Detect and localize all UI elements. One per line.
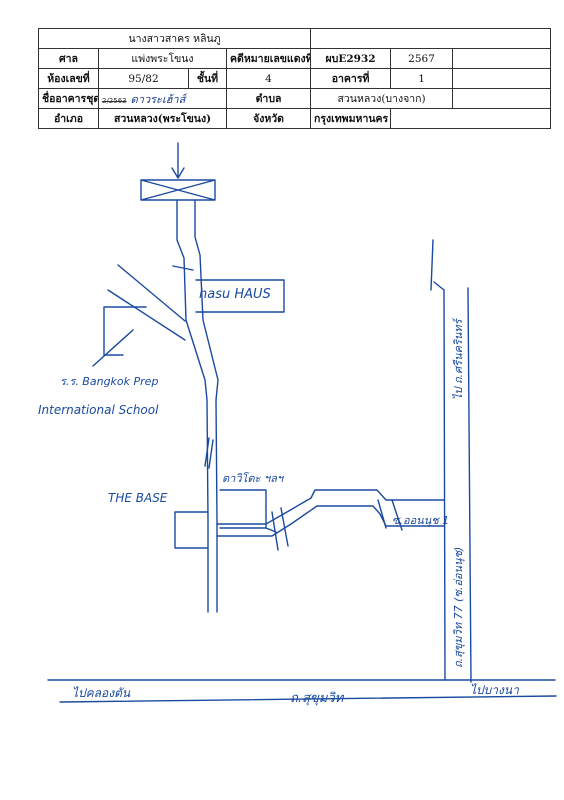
province-value: กรุงเทพมหานคร — [310, 108, 392, 129]
subdistrict-label: ตำบล — [225, 88, 312, 109]
condo-marker — [140, 179, 216, 201]
row-court: ศาล แพ่งพระโขนง คดีหมายเลขแดงที่ ผบE2932… — [38, 48, 552, 69]
hasu-haus-outline — [195, 279, 285, 313]
school-outline — [103, 306, 147, 356]
label-school-line1: ร.ร. Bangkok Prep — [60, 375, 158, 388]
soi-road-left — [176, 200, 209, 613]
soi-road-right — [194, 200, 219, 613]
town-building-outline — [219, 489, 267, 529]
condo-struck: 2/2563 — [102, 96, 127, 105]
hand-drawn-map: hasu HAUS ร.ร. Bangkok Prep Internationa… — [38, 142, 557, 706]
building-label: อาคารที่ — [310, 68, 392, 89]
row-room: ห้องเลขที่ 95/82 ชั้นที่ 4 อาคารที่ 1 — [38, 68, 552, 89]
road-tick-marks — [172, 265, 214, 469]
room-label: ห้องเลขที่ — [38, 68, 99, 89]
school-access-road — [107, 264, 186, 341]
vertical-road-left — [443, 289, 446, 681]
label-vertical-road: ถ.สุขุมวิท 77 (ซ.อ่อนนุช) — [452, 547, 465, 668]
school-pointer — [92, 329, 134, 367]
label-school-line2: International School — [38, 403, 159, 417]
north-arrow — [430, 239, 445, 291]
building-value: 1 — [390, 68, 454, 89]
east-road-top — [216, 489, 445, 525]
condo-value: ดาวระเฮ้าส์ — [130, 92, 186, 106]
label-main-road: ถ.สุขุมวิท — [290, 691, 345, 706]
east-road-ticks — [271, 499, 403, 551]
floor-value: 4 — [225, 68, 312, 89]
room-value: 95/82 — [98, 68, 189, 89]
owner-name: นางสาวสาคร หลินภู — [37, 28, 312, 49]
the-base-outline — [174, 511, 208, 549]
floor-label: ชั้นที่ — [188, 68, 227, 89]
info-table: นางสาวสาคร หลินภู ศาล แพ่งพระโขนง คดีหมา… — [37, 28, 552, 129]
district-value: สวนหลวง(พระโขนง) — [98, 108, 227, 129]
label-soi: ซ.ออนนุช 1 — [392, 514, 449, 527]
town-pointer — [265, 527, 277, 533]
vertical-road-right — [467, 287, 472, 683]
label-to-north: ไป ถ.ศรีนครินทร์ — [452, 316, 465, 400]
case-number: ผบE2932 — [310, 48, 392, 69]
subdistrict-value: สวนหลวง(บางจาก) — [310, 88, 454, 109]
label-to-west: ไปคลองตัน — [72, 686, 131, 700]
row-owner: นางสาวสาคร หลินภู — [37, 28, 552, 49]
court-label: ศาล — [38, 48, 99, 69]
row-district: อำเภอ สวนหลวง(พระโขนง) จังหวัด กรุงเทพมห… — [38, 108, 552, 129]
case-year: 2567 — [390, 48, 454, 69]
location-arrow — [171, 142, 185, 179]
court-value: แพ่งพระโขนง — [98, 48, 227, 69]
label-hasu-haus: hasu HAUS — [199, 287, 271, 302]
province-label: จังหวัด — [225, 108, 312, 129]
case-label: คดีหมายเลขแดงที่ — [225, 48, 312, 69]
district-label: อำเภอ — [38, 108, 99, 129]
label-to-east: ไปบางนา — [470, 683, 520, 697]
label-the-base: THE BASE — [108, 491, 168, 505]
condo-label: ชื่ออาคารชุด — [38, 88, 99, 109]
label-town-building: ตาวิโตะ ฯลฯ — [222, 472, 285, 485]
main-road-bottom — [59, 695, 557, 703]
